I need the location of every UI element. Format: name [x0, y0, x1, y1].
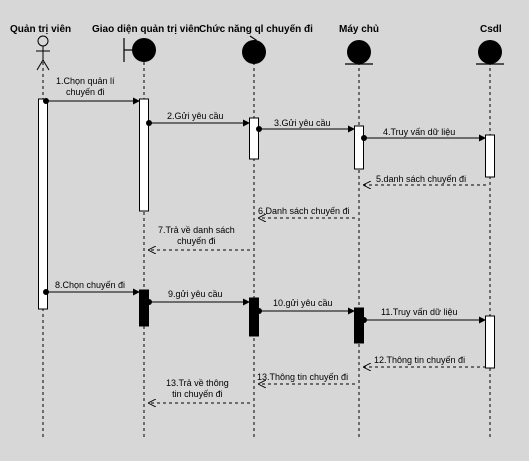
message-11-start-dot: [361, 317, 367, 323]
activation-admin: [38, 98, 48, 310]
activation-db-1: [485, 134, 495, 178]
message-6-label: 6.Danh sách chuyến đi: [258, 206, 350, 216]
control-arrow-icon: [249, 35, 258, 45]
message-1-label: 1.Chọn quản lí chuyến đi: [56, 76, 115, 98]
activation-ui-2: [139, 289, 149, 327]
control-icon: [242, 40, 266, 64]
message-8-label: 8.Chọn chuyến đi: [55, 280, 126, 290]
lifeline-label-ui: Giao diện quản trị viên: [92, 24, 200, 35]
activation-ctrl-2: [249, 297, 259, 337]
activation-server-2: [354, 307, 364, 344]
message-10-start-dot: [256, 308, 262, 314]
db-entity-icon: [478, 40, 502, 64]
activation-db-2: [485, 315, 495, 369]
message-11-label: 11.Truy vấn dữ liệu: [381, 307, 458, 317]
message-5-label: 5.danh sách chuyến đi: [376, 174, 467, 184]
message-7-label: 7.Trả về danh sách chuyến đi: [158, 225, 235, 247]
message-14-line-2: tin chuyến đi: [172, 389, 223, 399]
message-2-label: 2.Gửi yêu cầu: [167, 111, 224, 121]
message-9-start-dot: [146, 299, 152, 305]
message-3-start-dot: [256, 126, 262, 132]
message-4-label: 4.Truy vấn dữ liệu: [383, 127, 456, 137]
message-10-label: 10.gửi yêu cầu: [273, 298, 333, 308]
actor-left-leg-icon: [36, 59, 44, 71]
lifeline-label-admin: Quản trị viên: [10, 24, 72, 35]
lifeline-label-server: Máy chủ: [339, 24, 380, 35]
message-9-label: 9.gửi yêu cầu: [168, 289, 223, 299]
message-2-start-dot: [146, 120, 152, 126]
activation-server-1: [354, 125, 364, 170]
message-12-label: 12.Thông tin chuyến đi: [374, 355, 466, 365]
message-13-label: 13.Thông tin chuyến đi: [257, 372, 349, 382]
message-14-label: 13.Trả về thông tin chuyến đi: [166, 378, 229, 400]
message-7-line-1: 7.Trả về danh sách: [158, 225, 235, 235]
message-8-start-dot: [43, 289, 49, 295]
message-1-line-2: chuyến đi: [66, 87, 105, 97]
message-1-line-1: 1.Chọn quản lí: [56, 76, 115, 86]
actor-right-leg-icon: [42, 59, 50, 71]
message-1-start-dot: [43, 98, 49, 104]
lifeline-label-ctrl: Chức năng ql chuyến đi: [199, 24, 313, 35]
activation-ui-1: [139, 98, 149, 212]
message-4-start-dot: [361, 135, 367, 141]
boundary-icon: [132, 38, 156, 62]
actor-head-icon: [37, 35, 49, 47]
activation-ctrl-1: [249, 117, 259, 160]
lifeline-label-db: Csdl: [480, 24, 502, 35]
message-7-line-2: chuyến đi: [177, 236, 216, 246]
server-entity-icon: [347, 40, 371, 64]
message-14-line-1: 13.Trả về thông: [166, 378, 229, 388]
message-3-label: 3.Gửi yêu cầu: [274, 118, 331, 128]
